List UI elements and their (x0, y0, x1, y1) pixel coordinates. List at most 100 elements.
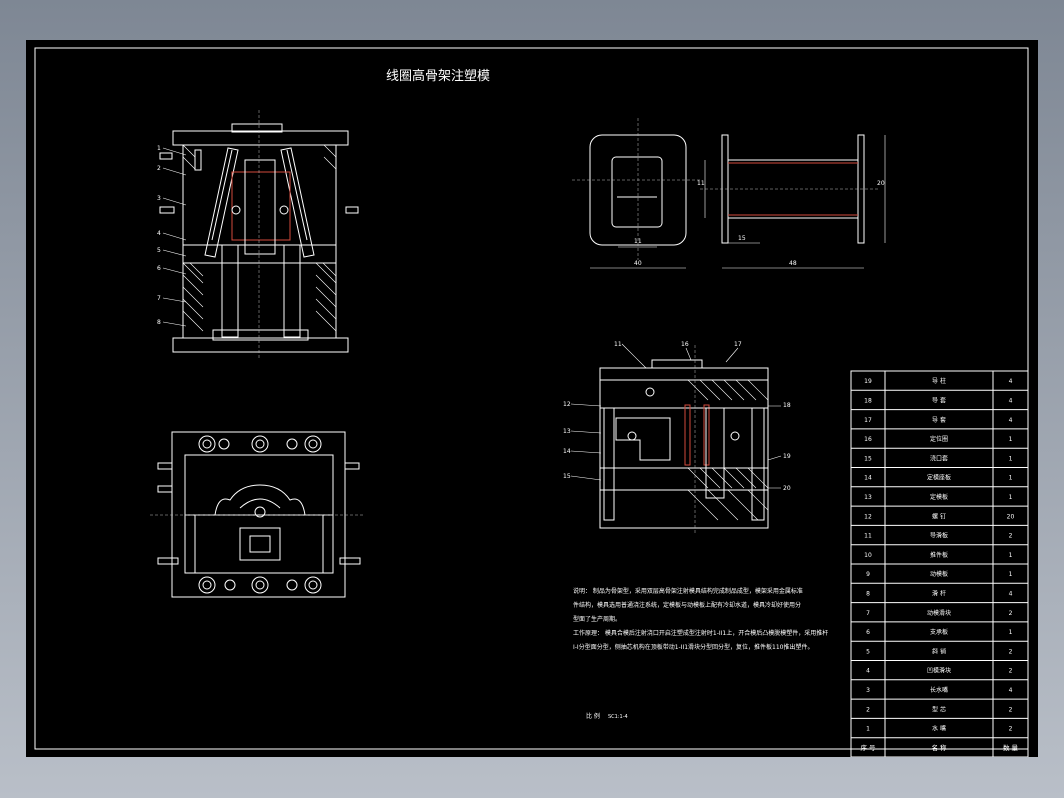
bom-cell: 4 (1009, 687, 1013, 694)
plan-view (150, 431, 365, 598)
bom-cell: 17 (864, 417, 872, 424)
bom-cell: 9 (866, 571, 870, 578)
bom-cell: 7 (866, 610, 870, 617)
bom-cell: 1 (866, 726, 870, 733)
svg-text:I-I分型面分型，侧抽芯机构在顶板带动1-II1滑块分型回分: I-I分型面分型，侧抽芯机构在顶板带动1-II1滑块分型回分型，复位，推件板11… (573, 643, 814, 651)
svg-text:19: 19 (783, 453, 791, 460)
bom-cell: 4 (866, 668, 870, 675)
bom-cell: 凹模滑块 (927, 667, 951, 675)
svg-text:13: 13 (563, 428, 571, 435)
bom-cell: 1 (1009, 552, 1013, 559)
bom-cell: 18 (864, 397, 872, 404)
dim-inner-width: 11 (634, 238, 642, 245)
bom-cell: 2 (1009, 726, 1013, 733)
bom-cell: 15 (864, 455, 872, 462)
bom-cell: 型 芯 (932, 705, 946, 713)
bom-cell: 长水嘴 (930, 686, 948, 694)
bom-cell: 10 (864, 552, 872, 559)
svg-text:4: 4 (157, 230, 161, 237)
bom-cell: 导 套 (932, 416, 946, 424)
bom-cell: 定位圈 (930, 435, 948, 443)
dim-total-width: 40 (634, 260, 642, 267)
svg-text:8: 8 (157, 319, 161, 326)
bom-cell: 动模板 (930, 570, 948, 578)
bom-cell: 1 (1009, 475, 1013, 482)
bom-cell: 2 (1009, 668, 1013, 675)
dim-bore: 11 (697, 180, 705, 187)
bom-cell: 4 (1009, 378, 1013, 385)
svg-text:件结构，模具选用普通浇注系统，定模板与动模板上配有冷却水道，: 件结构，模具选用普通浇注系统，定模板与动模板上配有冷却水道，模具冷却好使用分 (573, 601, 801, 609)
drawing-title: 线圈高骨架注塑模 (386, 68, 490, 84)
cad-viewport[interactable]: 线圈高骨架注塑模 1 2 (26, 40, 1038, 757)
bom-cell: 导 柱 (932, 377, 946, 385)
dim-flange: 15 (738, 235, 746, 242)
bom-cell: 2 (1009, 533, 1013, 540)
bom-cell: 1 (1009, 455, 1013, 462)
svg-text:12: 12 (563, 401, 571, 408)
drawing-border (34, 47, 1029, 750)
scale-label: 比 例 (586, 712, 600, 720)
dim-length: 48 (789, 260, 797, 267)
svg-text:3: 3 (157, 195, 161, 202)
technical-notes: 说明： 制品为骨架型，采用双层高骨架注射模具结构完成制品成型，模架采用金属标准 … (573, 587, 828, 651)
svg-text:14: 14 (563, 448, 571, 455)
bom-header-cell: 数 量 (1003, 743, 1019, 752)
bom-cell: 5 (866, 648, 870, 655)
bom-cell: 1 (1009, 629, 1013, 636)
bom-cell: 4 (1009, 417, 1013, 424)
bom-cell: 导 套 (932, 396, 946, 404)
bom-cell: 11 (864, 533, 872, 540)
bom-cell: 8 (866, 590, 870, 597)
bom-cell: 19 (864, 378, 872, 385)
dim-height: 20 (877, 180, 885, 187)
bom-cell: 16 (864, 436, 872, 443)
side-view-leaders: 11 12 13 14 15 16 17 18 19 20 (563, 341, 791, 492)
bom-cell: 2 (866, 706, 870, 713)
bom-cell: 20 (1007, 513, 1015, 520)
svg-text:6: 6 (157, 265, 161, 272)
bom-cell: 12 (864, 513, 872, 520)
bom-cell: 13 (864, 494, 872, 501)
bom-cell: 水 嘴 (932, 725, 946, 733)
part-drawing (572, 118, 886, 269)
svg-text:16: 16 (681, 341, 689, 348)
svg-text:7: 7 (157, 295, 161, 302)
bom-cell: 滑 杆 (932, 589, 946, 597)
bom-header-cell: 序 号 (860, 743, 876, 752)
bom-cell: 定模座板 (927, 474, 951, 482)
bom-cell: 动模滑块 (927, 609, 951, 617)
bom-cell: 1 (1009, 571, 1013, 578)
bom-cell: 2 (1009, 610, 1013, 617)
front-view-leaders: 1 2 3 4 5 6 7 8 (157, 145, 187, 327)
bom-cell: 支承板 (930, 628, 948, 636)
svg-text:18: 18 (783, 402, 791, 409)
bom-cell: 6 (866, 629, 870, 636)
svg-text:型面了生产周期。: 型面了生产周期。 (573, 615, 621, 623)
bom-cell: 推件板 (930, 551, 948, 559)
svg-text:5: 5 (157, 247, 161, 254)
scale-value: SC1:1-4 (608, 714, 628, 720)
svg-text:17: 17 (734, 341, 742, 348)
bom-cell: 3 (866, 687, 870, 694)
bom-cell: 14 (864, 475, 872, 482)
bom-cell: 2 (1009, 706, 1013, 713)
svg-text:工作原理： 模具合模后注射浇口开启注塑成型注射时1-II1: 工作原理： 模具合模后注射浇口开启注塑成型注射时1-II1上，开合模后凸模脱模塑… (573, 629, 828, 637)
bom-cell: 导滑板 (930, 532, 948, 540)
bom-cell: 浇口套 (930, 454, 948, 462)
bom-cell: 2 (1009, 648, 1013, 655)
bom-cell: 1 (1009, 494, 1013, 501)
svg-text:20: 20 (783, 485, 791, 492)
svg-text:11: 11 (614, 341, 622, 348)
bom-cell: 1 (1009, 436, 1013, 443)
bom-cell: 4 (1009, 590, 1013, 597)
bom-cell: 定模板 (930, 493, 948, 501)
bom-cell: 4 (1009, 397, 1013, 404)
cad-drawing: 线圈高骨架注塑模 1 2 (34, 47, 1029, 757)
svg-text:2: 2 (157, 165, 161, 172)
bom-header-cell: 名 称 (931, 743, 947, 752)
bom-cell: 斜 销 (932, 647, 946, 655)
bom-cell: 螺 钉 (932, 512, 946, 520)
front-section-view (159, 110, 359, 360)
svg-text:说明： 制品为骨架型，采用双层高骨架注射模具结构完成制品成: 说明： 制品为骨架型，采用双层高骨架注射模具结构完成制品成型，模架采用金属标准 (573, 587, 803, 595)
